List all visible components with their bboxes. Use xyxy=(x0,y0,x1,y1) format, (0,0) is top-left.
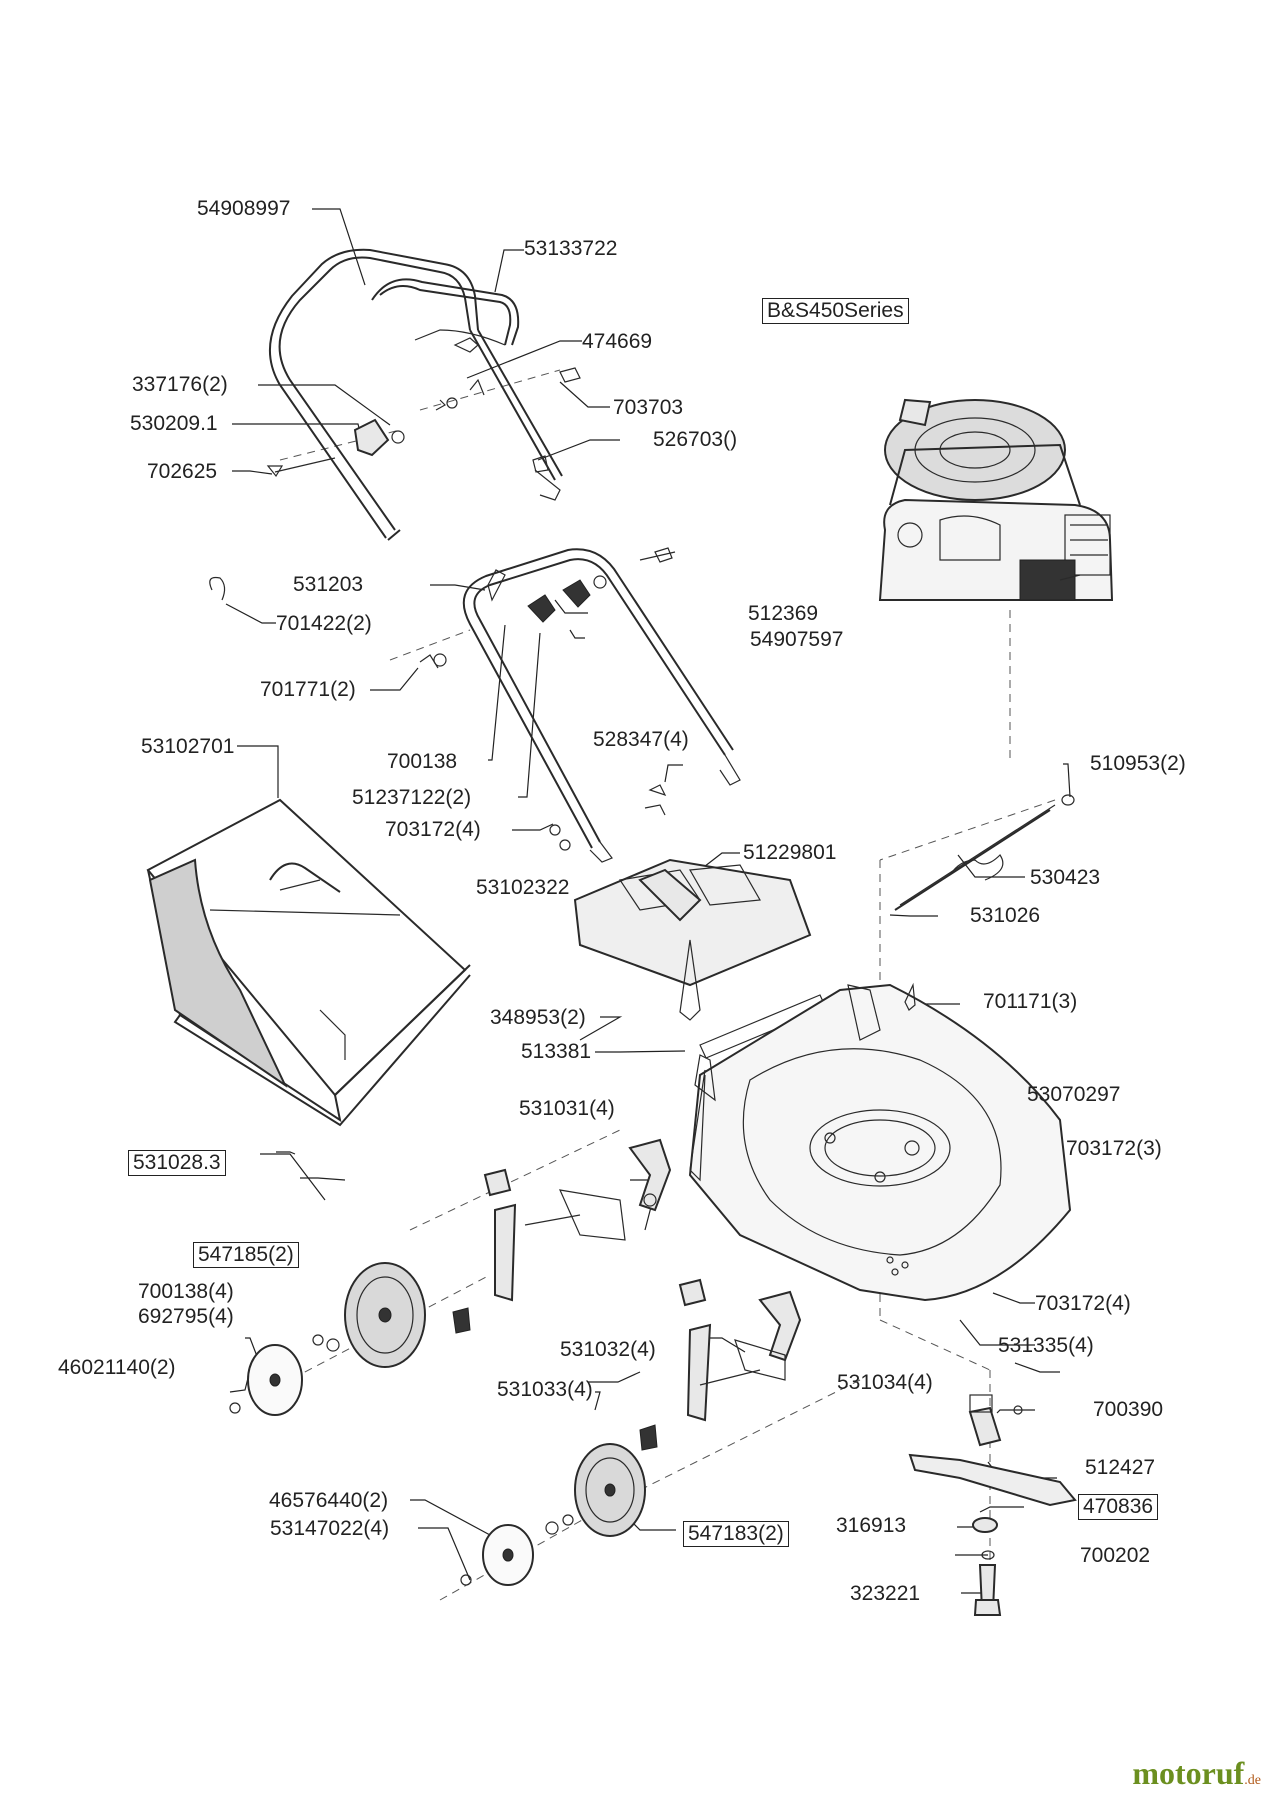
label-700138-4: 700138(4) xyxy=(138,1280,234,1303)
label-703172-a: 703172(4) xyxy=(385,818,481,841)
label-530209: 530209.1 xyxy=(130,412,218,435)
rear-flap xyxy=(573,858,827,1059)
height-adjust-rod xyxy=(894,794,1075,911)
engine-block xyxy=(878,398,1114,601)
label-512427: 512427 xyxy=(1085,1456,1156,1479)
height-adjusters xyxy=(452,1138,802,1451)
upper-handle xyxy=(266,248,581,541)
label-53133722: 53133722 xyxy=(524,237,618,260)
label-700390: 700390 xyxy=(1093,1398,1164,1421)
label-531032: 531032(4) xyxy=(560,1338,656,1361)
label-700138: 700138 xyxy=(387,750,458,773)
brand-name: motoruf xyxy=(1132,1755,1245,1791)
label-engine-series: B&S450Series xyxy=(762,298,909,324)
label-53102322: 53102322 xyxy=(476,876,570,899)
label-474669: 474669 xyxy=(582,330,653,353)
label-51237122: 51237122(2) xyxy=(352,786,472,809)
label-323221: 323221 xyxy=(850,1582,921,1605)
label-531026: 531026 xyxy=(970,904,1041,927)
label-46576440: 46576440(2) xyxy=(269,1489,389,1512)
label-512369: 512369 xyxy=(748,602,819,625)
label-531028: 531028.3 xyxy=(128,1150,226,1176)
label-470836: 470836 xyxy=(1078,1494,1159,1520)
label-530423: 530423 xyxy=(1030,866,1101,889)
label-547185: 547185(2) xyxy=(193,1242,299,1268)
label-701171: 701171(3) xyxy=(983,990,1078,1013)
label-702625: 702625 xyxy=(147,460,218,483)
label-54908997: 54908997 xyxy=(197,197,291,220)
label-701771: 701771(2) xyxy=(260,678,356,701)
label-703703: 703703 xyxy=(613,396,684,419)
label-53147022: 53147022(4) xyxy=(270,1517,390,1540)
label-348953: 348953(2) xyxy=(490,1006,586,1029)
label-53070297: 53070297 xyxy=(1027,1083,1121,1106)
label-703172-b: 703172(4) xyxy=(1035,1292,1131,1315)
label-531203: 531203 xyxy=(293,573,364,596)
label-531033: 531033(4) xyxy=(497,1378,593,1401)
label-316913: 316913 xyxy=(836,1514,907,1537)
lower-handle xyxy=(209,547,741,863)
grass-catcher xyxy=(146,798,471,1127)
blade-assembly xyxy=(908,1394,1077,1616)
label-703172-3: 703172(3) xyxy=(1066,1137,1162,1160)
label-51229801: 51229801 xyxy=(743,841,837,864)
label-531031: 531031(4) xyxy=(519,1097,615,1120)
label-53102701: 53102701 xyxy=(141,735,235,758)
label-692795: 692795(4) xyxy=(138,1305,234,1328)
label-531034: 531034(4) xyxy=(837,1371,933,1394)
label-513381: 513381 xyxy=(521,1040,592,1063)
label-337176: 337176(2) xyxy=(132,373,228,396)
label-54907597: 54907597 xyxy=(750,628,844,651)
label-701422: 701422(2) xyxy=(276,612,372,635)
label-547183: 547183(2) xyxy=(683,1521,789,1547)
label-46021140: 46021140(2) xyxy=(58,1356,176,1379)
label-700202: 700202 xyxy=(1080,1544,1151,1567)
label-526703: 526703() xyxy=(653,428,738,451)
mower-deck xyxy=(688,982,1072,1302)
brand-logo[interactable]: motoruf.de xyxy=(1132,1755,1261,1792)
label-531335: 531335(4) xyxy=(998,1334,1094,1357)
label-528347: 528347(4) xyxy=(593,728,689,751)
wheels xyxy=(229,1262,646,1586)
brand-tld: .de xyxy=(1244,1773,1261,1788)
label-510953: 510953(2) xyxy=(1090,752,1186,775)
